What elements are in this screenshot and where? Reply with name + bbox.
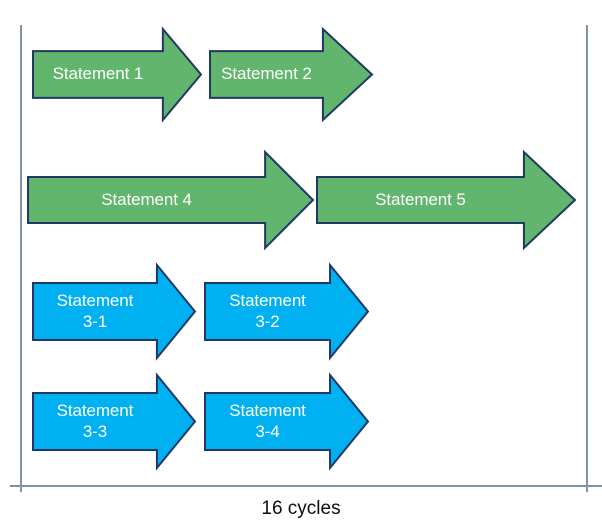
cycles-caption: 16 cycles [261, 498, 341, 519]
arrow-shape-icon [204, 372, 370, 471]
arrow-row-4-1[interactable]: Statement 3-3 [32, 372, 197, 471]
frame-baseline [10, 485, 602, 487]
arrow-shape-icon [209, 26, 374, 123]
arrow-row-2-1[interactable]: Statement 4 [27, 149, 315, 251]
arrow-shape-icon [32, 262, 197, 361]
arrow-shape-icon [27, 149, 315, 251]
arrow-row-1-1[interactable]: Statement 1 [32, 26, 203, 123]
arrow-shape-icon [204, 262, 370, 361]
arrow-row-3-1[interactable]: Statement 3-1 [32, 262, 197, 361]
frame-right-line [586, 25, 588, 492]
arrow-shape-icon [32, 372, 197, 471]
arrow-row-4-2[interactable]: Statement 3-4 [204, 372, 370, 471]
arrow-row-2-2[interactable]: Statement 5 [316, 149, 577, 251]
arrow-row-3-2[interactable]: Statement 3-2 [204, 262, 370, 361]
arrow-row-1-2[interactable]: Statement 2 [209, 26, 374, 123]
frame-left-line [20, 25, 22, 492]
arrow-shape-icon [32, 26, 203, 123]
arrow-shape-icon [316, 149, 577, 251]
